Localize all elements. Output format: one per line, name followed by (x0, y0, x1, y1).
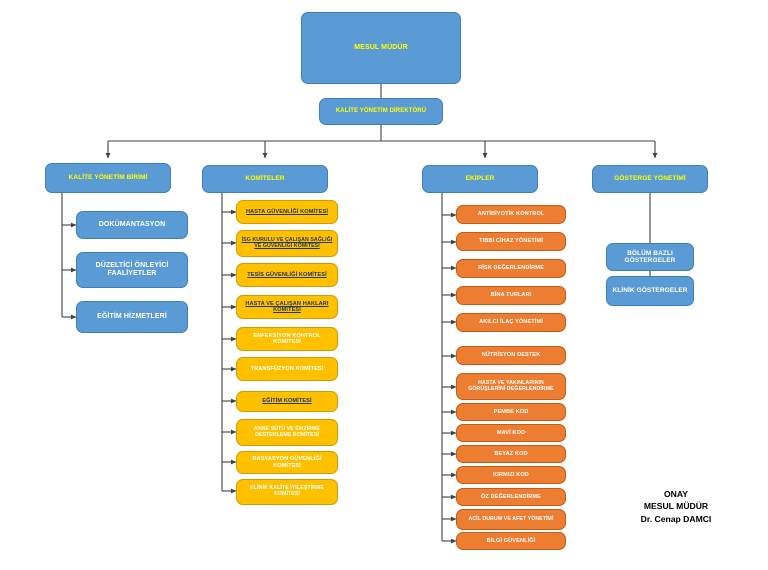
node-rasyasyon-guvenligi-komitesi[interactable]: RASYASYON GÜVENLİĞİ KOMİTESİ (236, 451, 338, 474)
column-header-kalite-yonetim-birimi[interactable]: KALİTE YÖNETİM BİRİMİ (45, 163, 171, 193)
node-label[interactable]: TESİS GÜVENLİĞİ KOMİTESİ (247, 271, 327, 278)
node-label: TRANSFÜZYON KOMİTESİ (250, 365, 324, 372)
node-oz-degerlendirme[interactable]: ÖZ DEĞERLENDİRME (456, 488, 566, 506)
signature-line-onay: ONAY (663, 489, 689, 499)
node-acil-durum-ve-afet-yonetimi[interactable]: ACİL DURUM VE AFET YÖNETİMİ (456, 509, 566, 530)
node-risk-degerlendirme[interactable]: RİSK DEĞERLENDİRME (456, 259, 566, 278)
node-label: KLİNİK GÖSTERGELER (612, 287, 688, 295)
node-beyaz-kod[interactable]: BEYAZ KOD (456, 445, 566, 463)
node-label: BİLGİ GÜVENLİĞİ (486, 537, 536, 544)
node-label: KIRMIZI KOD (493, 471, 529, 478)
column-header-gosterge-yonetimi[interactable]: GÖSTERGE YÖNETİMİ (592, 165, 708, 193)
node-klinik-gostergeler[interactable]: KLİNİK GÖSTERGELER (606, 276, 694, 306)
node-nutrisyon-destek[interactable]: NÜTRİSYON DESTEK (456, 346, 566, 365)
node-label: ENFEKSİYON KONTROL KOMİTESİ (253, 332, 321, 345)
node-label: DÜZELTİCİ ÖNLEYİCİ FAALİYETLER (95, 262, 169, 277)
node-label: BEYAZ KOD (494, 450, 528, 457)
node-hasta-guvenligi-komitesi[interactable]: HASTA GÜVENLİĞİ KOMİTESİ (236, 200, 338, 224)
node-label: EĞİTİM HİZMETLERİ (97, 313, 167, 321)
node-label[interactable]: EĞİTİM KOMİTESİ (262, 398, 312, 405)
node-label: KLİNİK KALİTE İYİLEŞTİRME KOMİTESİ (250, 485, 324, 497)
node-label: DOKÜMANTASYON (98, 221, 166, 229)
node-klinik-kalite-iyilestirme-komitesi[interactable]: KLİNİK KALİTE İYİLEŞTİRME KOMİTESİ (236, 479, 338, 505)
node-kalite-yonetim-direktoru[interactable]: KALİTE YÖNETİM DİREKTÖRÜ (319, 98, 443, 125)
node-label: HASTA VE YAKINLARININ GÖRÜŞLERİNİ DEĞERL… (468, 379, 554, 392)
node-bolum-bazli-gostergeler[interactable]: BÖLÜM BAZLI GÖSTERGELER (606, 243, 694, 271)
node-label: RİSK DEĞERLENDİRME (478, 265, 544, 272)
node-label: PEMBE KOD (493, 408, 529, 415)
node-label: KALİTE YÖNETİM DİREKTÖRÜ (335, 108, 427, 115)
signature-line-name: Dr. Cenap DAMCI (640, 513, 712, 524)
node-egitim-hizmetleri[interactable]: EĞİTİM HİZMETLERİ (76, 301, 188, 333)
node-hasta-ve-calisan-haklari-komitesi[interactable]: HASTA VE ÇALIŞAN HAKLARI KOMİTESİ (236, 295, 338, 319)
column-header-ekipler[interactable]: EKİPLER (422, 165, 538, 193)
column-header-label: KOMİTELER (245, 175, 285, 183)
node-anne-sutu-emzirme-destekleme-komitesi[interactable]: ANNE SÜTÜ VE EMZİRME DESTEKLEME KOMİTESİ (236, 419, 338, 446)
node-label: TIBBİ CİHAZ YÖNETİMİ (479, 238, 543, 245)
node-dokumantasyon[interactable]: DOKÜMANTASYON (76, 211, 188, 239)
node-akilci-ilac-yonetimi[interactable]: AKILCI İLAÇ YÖNETİMİ (456, 313, 566, 332)
node-hasta-yakin-gorus-degerlendirme[interactable]: HASTA VE YAKINLARININ GÖRÜŞLERİNİ DEĞERL… (456, 373, 566, 400)
node-label[interactable]: HASTA VE ÇALIŞAN HAKLARI KOMİTESİ (245, 300, 329, 313)
node-label: NÜTRİSYON DESTEK (481, 352, 541, 359)
node-mesul-mudur[interactable]: MESUL MÜDÜR (301, 12, 461, 84)
node-egitim-komitesi[interactable]: EĞİTİM KOMİTESİ (236, 391, 338, 412)
node-transfuzyon-komitesi[interactable]: TRANSFÜZYON KOMİTESİ (236, 357, 338, 381)
node-antibiyotik-kontrol[interactable]: ANTİBİYOTİK KONTROL (456, 205, 566, 224)
node-label: BÖLÜM BAZLI GÖSTERGELER (624, 249, 676, 264)
node-bina-turlari[interactable]: BİNA TURLARI (456, 286, 566, 305)
node-label: ÖZ DEĞERLENDİRME (480, 493, 542, 500)
node-tibbi-cihaz-yonetimi[interactable]: TIBBİ CİHAZ YÖNETİMİ (456, 232, 566, 251)
node-bilgi-guvenligi[interactable]: BİLGİ GÜVENLİĞİ (456, 532, 566, 550)
node-label: BİNA TURLARI (490, 292, 532, 299)
node-label[interactable]: HASTA GÜVENLİĞİ KOMİTESİ (246, 208, 328, 215)
column-header-label: GÖSTERGE YÖNETİMİ (614, 175, 686, 183)
signature-line-title: MESUL MÜDÜR (643, 501, 709, 512)
column-header-label: KALİTE YÖNETİM BİRİMİ (68, 174, 148, 182)
node-isg-kurulu-komitesi[interactable]: İSG KURULU VE ÇALIŞAN SAĞLIĞI VE GÜVENLİ… (236, 230, 338, 257)
node-label: RASYASYON GÜVENLİĞİ KOMİTESİ (252, 456, 322, 469)
node-enfeksiyon-kontrol-komitesi[interactable]: ENFEKSİYON KONTROL KOMİTESİ (236, 327, 338, 351)
column-header-label: EKİPLER (465, 175, 495, 183)
approval-signature-block: ONAY MESUL MÜDÜR Dr. Cenap DAMCI (600, 488, 752, 525)
node-label[interactable]: İSG KURULU VE ÇALIŞAN SAĞLIĞI VE GÜVENLİ… (241, 236, 333, 249)
node-mavi-kod[interactable]: MAVİ KOD (456, 424, 566, 442)
node-label: ACİL DURUM VE AFET YÖNETİMİ (468, 515, 554, 522)
node-pembe-kod[interactable]: PEMBE KOD (456, 403, 566, 421)
node-label: ANTİBİYOTİK KONTROL (477, 211, 545, 218)
node-duzeltici-onleyici-faaliyetler[interactable]: DÜZELTİCİ ÖNLEYİCİ FAALİYETLER (76, 252, 188, 288)
node-label: AKILCI İLAÇ YÖNETİMİ (479, 319, 543, 326)
node-tesis-guvenligi-komitesi[interactable]: TESİS GÜVENLİĞİ KOMİTESİ (236, 263, 338, 287)
node-label: MAVİ KOD (496, 429, 526, 436)
column-header-komiteler[interactable]: KOMİTELER (202, 165, 328, 193)
node-label: MESUL MÜDÜR (354, 44, 408, 52)
node-kirmizi-kod[interactable]: KIRMIZI KOD (456, 466, 566, 484)
node-label: ANNE SÜTÜ VE EMZİRME DESTEKLEME KOMİTESİ (254, 425, 320, 438)
